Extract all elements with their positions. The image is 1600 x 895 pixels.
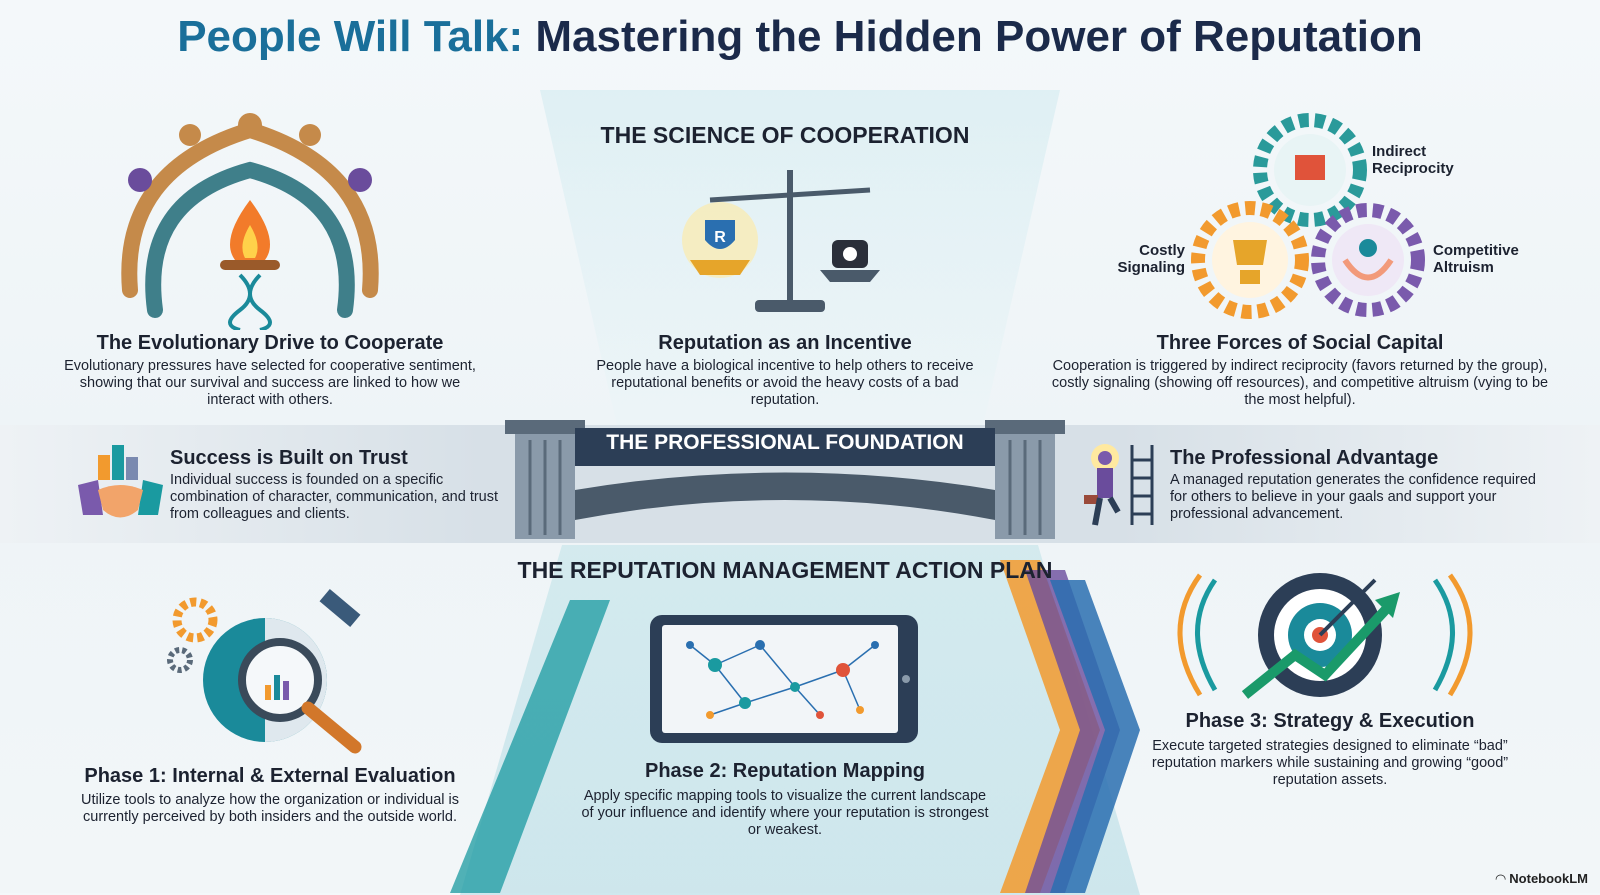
page-title: People Will Talk: Mastering the Hidden P… [0,12,1600,62]
phase1-text: Utilize tools to analyze how the organiz… [80,792,459,825]
person-hands-icon [1359,239,1377,257]
trust-text: Individual success is founded on a speci… [170,472,499,522]
evolutionary-heading: The Evolutionary Drive to Cooperate [96,332,444,354]
phase1-heading: Phase 1: Internal & External Evaluation [84,765,456,787]
bridge-icon [505,420,1065,539]
section-foundation: THE PROFESSIONAL FOUNDATION [606,431,964,454]
section-science: THE SCIENCE OF COOPERATION [600,122,970,148]
globe-magnifier-icon [167,589,362,754]
advantage-text: A managed reputation generates the confi… [1170,472,1536,522]
gear-icon [172,597,218,643]
svg-text:R: R [714,229,726,246]
branding-text: NotebookLM [1509,871,1588,886]
phase3-heading: Phase 3: Strategy & Execution [1185,710,1475,732]
spotlight-top [540,90,1060,430]
gear-label-competitive-altruism: Competitive Altruism [1433,242,1519,276]
chevron-arrows-icon [1000,560,1140,893]
forces-text: Cooperation is triggered by indirect rec… [1051,358,1549,408]
handshake-icon [78,445,163,518]
forces-heading: Three Forces of Social Capital [1156,332,1444,354]
title-part-2: Mastering the Hidden Power of Reputation [535,12,1423,61]
advantage-heading: The Professional Advantage [1170,447,1439,469]
trophy-icon [1233,240,1267,265]
incentive-heading: Reputation as an Incentive [658,332,912,354]
evolutionary-text: Evolutionary pressures have selected for… [64,358,476,408]
satellite-icon [319,589,361,627]
gift-icon [1295,155,1325,180]
target-growth-arrow-icon [1177,573,1473,699]
trust-heading: Success is Built on Trust [170,447,408,469]
people-circle-campfire-icon [121,113,379,330]
gear-label-costly-signaling: Costly Signaling [1117,242,1186,276]
person-climbing-ladder-icon [1084,444,1154,526]
balance-scale-icon: R [682,170,880,312]
three-gears-icon [1191,113,1425,319]
notebooklm-badge: ◠ NotebookLM [1496,871,1588,887]
teal-stripe-icon [450,600,610,893]
phase3-text: Execute targeted strategies designed to … [1151,738,1509,788]
section-action-plan: THE REPUTATION MANAGEMENT ACTION PLAN [517,557,1053,583]
phase2-text: Apply specific mapping tools to visualiz… [581,788,989,838]
incentive-text: People have a biological incentive to he… [596,358,974,408]
phase2-heading: Phase 2: Reputation Mapping [644,760,926,782]
notebooklm-logo-icon: ◠ [1495,871,1510,886]
tablet-network-map-icon [650,615,918,743]
title-part-1: People Will Talk: [177,12,524,61]
gear-label-indirect-reciprocity: Indirect Reciprocity [1372,143,1454,177]
